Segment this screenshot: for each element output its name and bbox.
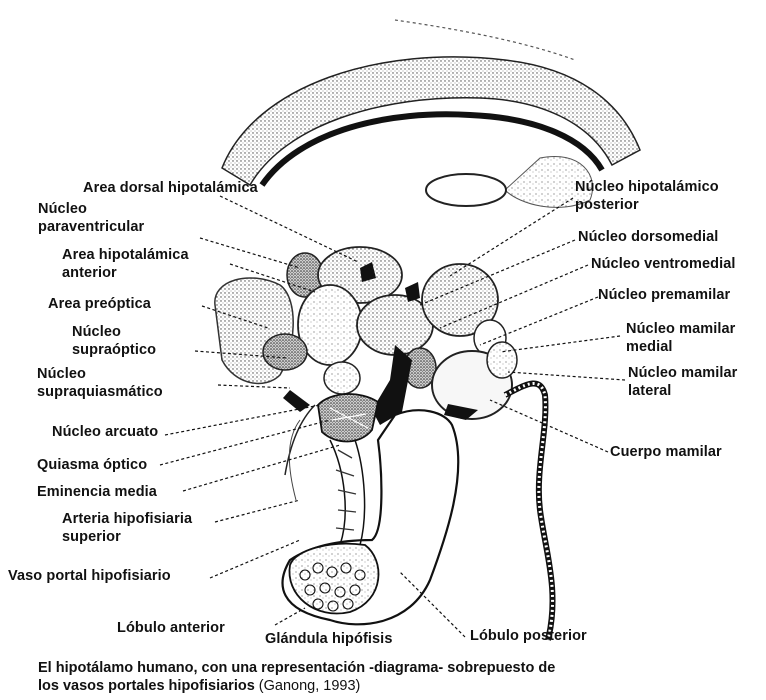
caption-text: los vasos portales hipofisiarios [38,678,255,694]
label-eminencia-media: Eminencia media [37,484,157,501]
label-nucleo-mamilar-lateral-line1: Núcleo mamilar [628,365,737,382]
optic-chiasm [318,394,378,441]
corpus-callosum [222,20,640,185]
pituitary-gland [283,405,459,624]
label-area-hipotalamica-anterior-line1: Area hipotalámica [62,247,189,264]
mamillary-tract [505,383,553,640]
label-arteria-hipofisiaria-line2: superior [62,529,121,546]
label-nucleo-ventromedial: Núcleo ventromedial [591,256,736,273]
thalamus-region [426,156,593,207]
label-nucleo-supraquiasmatico-line1: Núcleo [37,366,86,383]
label-nucleo-mamilar-medial-line1: Núcleo mamilar [626,321,735,338]
label-nucleo-paraventricular-line2: paraventricular [38,219,144,236]
label-area-dorsal-hipotalamica: Area dorsal hipotalámica [83,180,258,197]
label-nucleo-mamilar-lateral-line2: lateral [628,383,671,400]
caption-line1: El hipotálamo humano, con una representa… [38,659,555,677]
label-vaso-portal-hipofisiario: Vaso portal hipofisiario [8,568,171,585]
label-nucleo-premamilar: Núcleo premamilar [598,287,730,304]
label-nucleo-supraquiasmatico-line2: supraquiasmático [37,384,163,401]
label-nucleo-supraoptico-line1: Núcleo [72,324,121,341]
label-nucleo-paraventricular-line1: Núcleo [38,201,87,218]
label-nucleo-arcuato: Núcleo arcuato [52,424,158,441]
label-arteria-hipofisiaria-line1: Arteria hipofisiaria [62,511,192,528]
label-nucleo-supraoptico-line2: supraóptico [72,342,156,359]
label-area-preoptica: Area preóptica [48,296,151,313]
label-area-hipotalamica-anterior-line2: anterior [62,265,117,282]
label-lobulo-posterior: Lóbulo posterior [470,628,587,645]
label-nucleo-hipotalamico-posterior-line2: posterior [575,197,639,214]
label-nucleo-dorsomedial: Núcleo dorsomedial [578,229,718,246]
label-quiasma-optico: Quiasma óptico [37,457,147,474]
label-nucleo-hipotalamico-posterior-line1: Núcleo hipotalámico [575,179,719,196]
caption-line2: los vasos portales hipofisiarios (Ganong… [38,677,360,695]
caption-citation: (Ganong, 1993) [259,678,361,694]
label-glandula-hipofisis: Glándula hipófisis [265,631,392,648]
label-lobulo-anterior: Lóbulo anterior [117,620,225,637]
label-cuerpo-mamilar: Cuerpo mamilar [610,444,722,461]
label-nucleo-mamilar-medial-line2: medial [626,339,673,356]
